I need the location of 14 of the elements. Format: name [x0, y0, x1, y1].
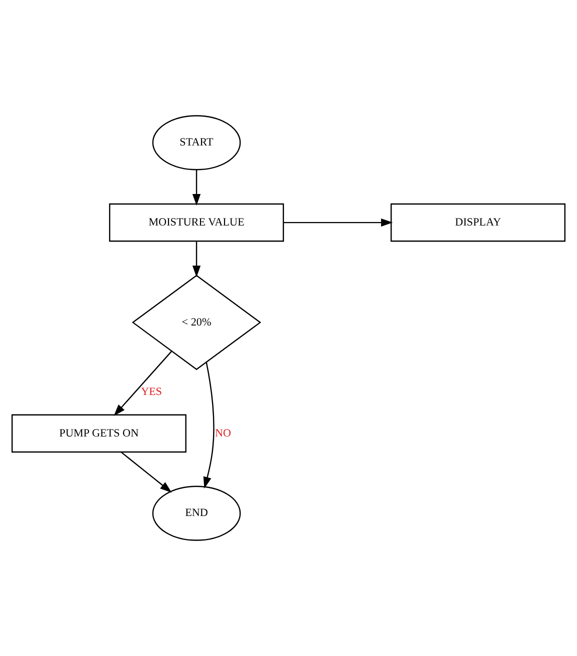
node-diamond: < 20% — [132, 274, 262, 370]
arrow — [283, 218, 393, 227]
node-box: PUMP GETS ON — [12, 414, 186, 453]
arrow — [192, 170, 201, 206]
node-box: DISPLAY — [390, 203, 566, 242]
node-ellipse: START — [152, 115, 241, 170]
edge-label: NO — [214, 427, 232, 440]
arrow — [114, 350, 172, 416]
arrow — [203, 362, 214, 489]
node-ellipse: END — [152, 486, 241, 541]
arrow — [120, 452, 172, 493]
node-box: MOISTURE VALUE — [109, 203, 284, 242]
edge-label: YES — [140, 386, 162, 398]
arrow — [192, 241, 201, 278]
